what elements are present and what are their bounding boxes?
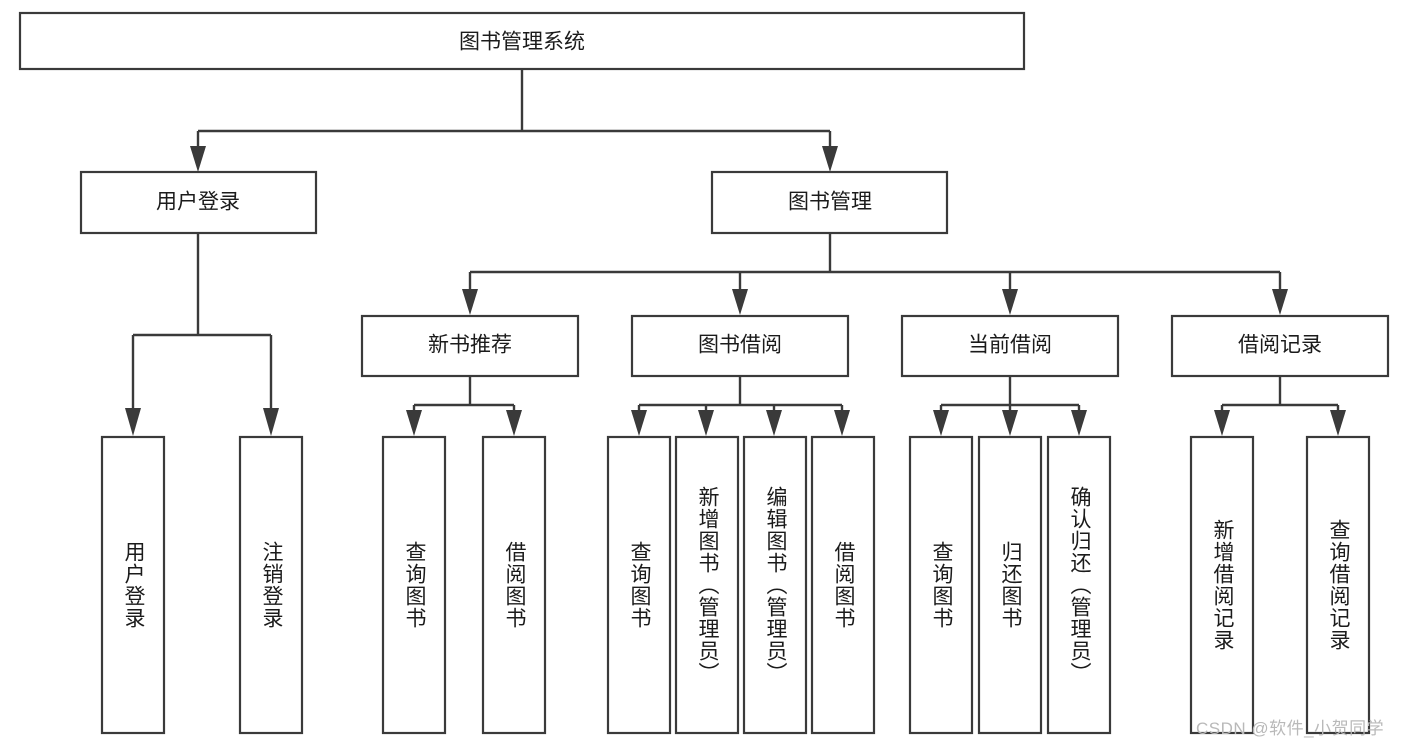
node-leaf-query-book-1-box[interactable] xyxy=(381,435,447,735)
node-user-login[interactable]: 用户登录 xyxy=(79,170,318,235)
node-leaf-logout-box[interactable] xyxy=(238,435,304,735)
arrow-bm-c4 xyxy=(1272,289,1288,315)
node-leaf-user-login-box[interactable] xyxy=(100,435,166,735)
arrow-cb-c1 xyxy=(933,410,949,436)
node-leaf-add-record-box[interactable] xyxy=(1189,435,1255,735)
arrow-cb-c2 xyxy=(1002,410,1018,436)
arrow-nbr-c2 xyxy=(506,410,522,436)
node-book-borrow-box[interactable] xyxy=(630,314,850,378)
node-user-login-label: 用户登录 xyxy=(156,191,240,214)
arrow-bb-c3 xyxy=(766,410,782,436)
node-leaf-query-book-3-box[interactable] xyxy=(908,435,974,735)
node-root-box[interactable] xyxy=(18,11,1026,71)
node-user-login-box[interactable] xyxy=(79,170,318,235)
node-book-borrow[interactable]: 图书借阅 xyxy=(630,314,850,378)
connector-group-new-book-recommend xyxy=(406,376,522,436)
node-leaf-borrow-book-2-box[interactable] xyxy=(810,435,876,735)
node-new-book-recommend[interactable]: 新书推荐 xyxy=(360,314,580,378)
arrow-br-c1 xyxy=(1214,410,1230,436)
node-book-manage-label: 图书管理 xyxy=(788,191,872,214)
node-borrow-record-label: 借阅记录 xyxy=(1238,334,1322,357)
node-book-borrow-label: 图书借阅 xyxy=(698,334,782,357)
node-current-borrow-label: 当前借阅 xyxy=(968,334,1052,357)
node-leaf-confirm-return-box[interactable] xyxy=(1046,435,1112,735)
arrow-bm-c3 xyxy=(1002,289,1018,315)
node-leaf-edit-book-box[interactable] xyxy=(742,435,808,735)
node-leaf-query-book-2-box[interactable] xyxy=(606,435,672,735)
connector-group-root xyxy=(190,69,838,172)
arrow-bm-c1 xyxy=(462,289,478,315)
arrow-cb-c3 xyxy=(1071,410,1087,436)
node-leaf-borrow-book-1-box[interactable] xyxy=(481,435,547,735)
arrow-br-c2 xyxy=(1330,410,1346,436)
node-borrow-record-box[interactable] xyxy=(1170,314,1390,378)
arrow-bb-c1 xyxy=(631,410,647,436)
connector-group-user-login xyxy=(125,233,279,436)
connector-group-current-borrow xyxy=(933,376,1087,436)
node-current-borrow-box[interactable] xyxy=(900,314,1120,378)
arrow-nbr-c1 xyxy=(406,410,422,436)
node-new-book-recommend-label: 新书推荐 xyxy=(428,334,512,357)
watermark-text: CSDN @软件_小贺同学 xyxy=(1196,719,1385,738)
arrow-ul-child1 xyxy=(125,408,141,436)
connector-group-book-borrow xyxy=(631,376,850,436)
connector-group-borrow-record xyxy=(1214,376,1346,436)
arrow-bb-c4 xyxy=(834,410,850,436)
arrow-root-to-book-manage xyxy=(822,146,838,172)
arrow-bb-c2 xyxy=(698,410,714,436)
node-root-label: 图书管理系统 xyxy=(459,31,585,54)
node-leaf-return-book-box[interactable] xyxy=(977,435,1043,735)
arrow-bm-c2 xyxy=(732,289,748,315)
arrow-ul-child2 xyxy=(263,408,279,436)
node-borrow-record[interactable]: 借阅记录 xyxy=(1170,314,1390,378)
node-current-borrow[interactable]: 当前借阅 xyxy=(900,314,1120,378)
node-root[interactable]: 图书管理系统 xyxy=(18,11,1026,71)
connector-group-book-manage xyxy=(462,233,1288,315)
node-leaf-add-book-box[interactable] xyxy=(674,435,740,735)
arrow-root-to-user-login xyxy=(190,146,206,172)
node-leaf-query-record-box[interactable] xyxy=(1305,435,1371,735)
node-new-book-recommend-box[interactable] xyxy=(360,314,580,378)
node-book-manage-box[interactable] xyxy=(710,170,949,235)
node-book-manage[interactable]: 图书管理 xyxy=(710,170,949,235)
